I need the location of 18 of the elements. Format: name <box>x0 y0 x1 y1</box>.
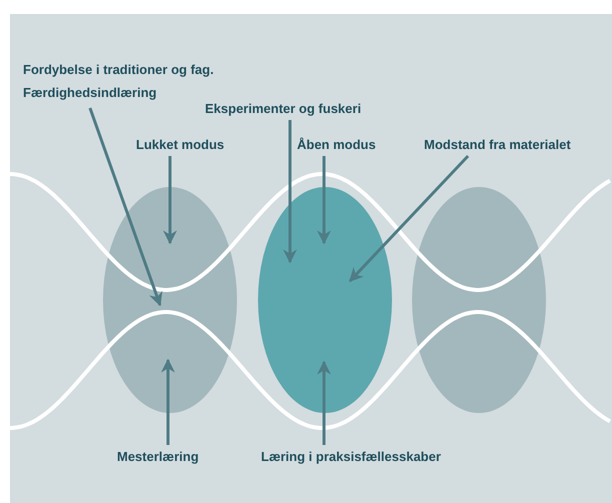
label-text: Lukket modus <box>136 137 224 152</box>
ellipse-shape <box>258 187 392 413</box>
arrow <box>317 360 331 445</box>
label-text: Modstand fra materialet <box>424 137 571 152</box>
arrow <box>161 358 175 445</box>
label-text: Færdighedsindlæring <box>23 84 158 102</box>
arrow <box>163 156 177 244</box>
arrow <box>317 156 331 244</box>
arrow <box>348 154 470 282</box>
ellipse-shape <box>412 187 546 413</box>
label-text: Fordybelse i traditioner og fag. <box>23 61 214 79</box>
label-text: Mesterlæring <box>117 449 199 464</box>
arrow <box>88 108 162 306</box>
ellipse-shape <box>103 187 237 413</box>
label-text: Eksperimenter og fuskeri <box>205 101 362 116</box>
arrow <box>283 120 297 264</box>
label-text: Åben modus <box>297 137 376 152</box>
label-text: Læring i praksisfællesskaber <box>261 449 441 464</box>
